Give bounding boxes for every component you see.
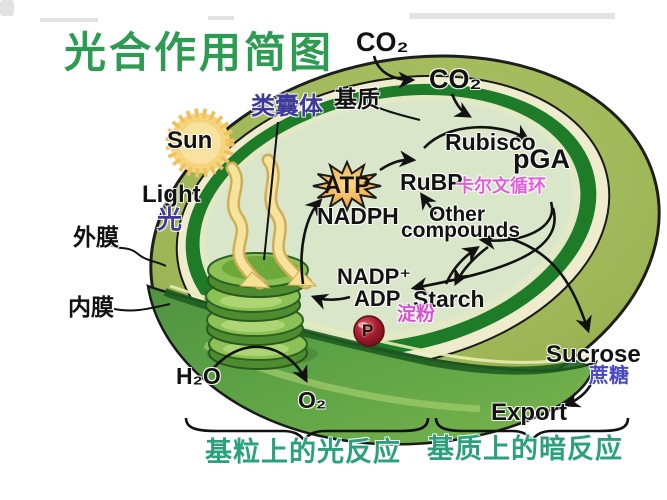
light-reactions-caption: 基粒上的光反应 — [205, 437, 401, 467]
starch-label-en: Starch — [413, 286, 485, 312]
co2-outside-label: CO₂ — [356, 27, 409, 57]
other-compounds-label-line1: Other — [429, 203, 486, 226]
co2-inside-label: CO₂ — [429, 64, 482, 94]
sun-label: Sun — [167, 127, 213, 154]
watermark-artifact — [40, 13, 615, 22]
nadp-label: NADP⁺ — [337, 264, 411, 289]
arrow-compounds-to-rubp — [420, 192, 437, 215]
flow-arrows — [211, 55, 596, 408]
arrow-h2o-to-o2 — [211, 345, 308, 383]
nadph-label: NADPH — [317, 203, 399, 229]
arrow-cycle-to-adp — [410, 207, 556, 294]
outer-membrane-label: 外膜 — [73, 224, 119, 250]
sun-icon — [165, 108, 235, 178]
arrow-grana-to-atp — [300, 198, 323, 285]
sucrose-label-cn: 蔗糖 — [589, 365, 629, 387]
footer-braces — [184, 417, 630, 443]
pointer-lines — [105, 99, 421, 312]
inner-membrane-pointer — [113, 303, 171, 312]
pga-label: pGA — [513, 144, 570, 174]
phosphate-label: P — [362, 321, 374, 340]
thylakoid-pointer — [263, 121, 279, 261]
arrow-pga-to-compounds — [478, 201, 554, 250]
rubisco-label: Rubisco — [445, 129, 536, 155]
sucrose-label-en: Sucrose — [546, 341, 641, 368]
atp-starburst — [312, 159, 382, 213]
adp-label: ADP — [354, 286, 401, 311]
thylakoid-label: 类囊体 — [251, 93, 323, 120]
brace-dark-reactions — [434, 417, 630, 443]
stroma-label: 基质 — [334, 86, 380, 112]
page-title: 光合作用简图 — [64, 29, 335, 76]
arrow-atp-to-rubp — [379, 150, 417, 172]
arrow-rubp-to-pga — [423, 124, 530, 149]
atp-label: ATP — [324, 172, 371, 199]
h2o-label: H₂O — [176, 363, 221, 389]
arrow-to-sucrose — [507, 236, 592, 334]
corner-artifact — [0, 0, 14, 16]
arrow-co2-to-cycle — [450, 93, 472, 118]
arrow-sucrose-to-export — [562, 365, 596, 408]
calvin-cycle-label: 卡尔文循环 — [456, 176, 546, 196]
phosphate-sphere — [353, 315, 385, 347]
chloroplast — [146, 54, 661, 446]
light-label-cn: 光 — [157, 206, 183, 234]
brace-light-reactions — [184, 417, 430, 443]
other-compounds-label-line2: compounds — [401, 219, 520, 242]
inner-membrane-label: 内膜 — [68, 294, 114, 320]
rubp-label: RuBP — [400, 169, 463, 195]
starch-label-cn: 淀粉 — [397, 304, 436, 325]
o2-label: O₂ — [298, 387, 327, 413]
dark-reactions-caption: 基质上的暗反应 — [427, 434, 623, 464]
stroma-pointer — [361, 99, 421, 121]
arrow-adp-to-grana — [310, 293, 351, 310]
export-label: Export — [491, 399, 568, 426]
light-label-en: Light — [142, 181, 201, 208]
arrow-co2-entry — [372, 55, 416, 89]
outer-membrane-pointer — [105, 241, 167, 267]
